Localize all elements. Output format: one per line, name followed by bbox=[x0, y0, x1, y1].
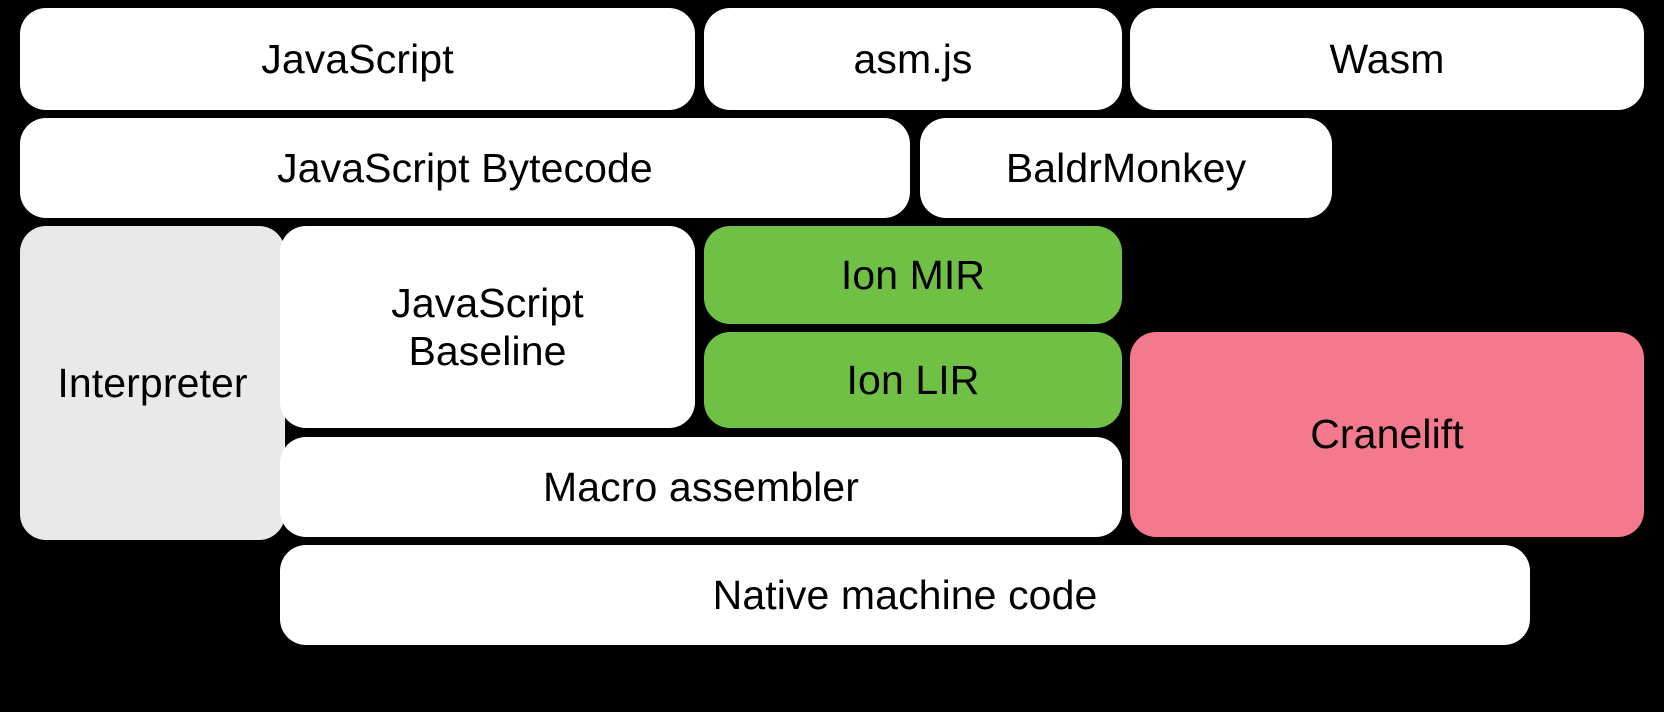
node-native-machine-code[interactable]: Native machine code bbox=[280, 545, 1530, 645]
node-wasm[interactable]: Wasm bbox=[1130, 8, 1644, 110]
node-cranelift[interactable]: Cranelift bbox=[1130, 332, 1644, 537]
node-javascript-bytecode[interactable]: JavaScript Bytecode bbox=[20, 118, 910, 218]
node-javascript-baseline[interactable]: JavaScript Baseline bbox=[280, 226, 695, 428]
node-ion-mir[interactable]: Ion MIR bbox=[704, 226, 1122, 324]
node-asm-js[interactable]: asm.js bbox=[704, 8, 1122, 110]
node-javascript[interactable]: JavaScript bbox=[20, 8, 695, 110]
node-baldrmonkey[interactable]: BaldrMonkey bbox=[920, 118, 1332, 218]
node-macro-assembler[interactable]: Macro assembler bbox=[280, 437, 1122, 537]
node-ion-lir[interactable]: Ion LIR bbox=[704, 332, 1122, 428]
node-interpreter[interactable]: Interpreter bbox=[20, 226, 285, 540]
